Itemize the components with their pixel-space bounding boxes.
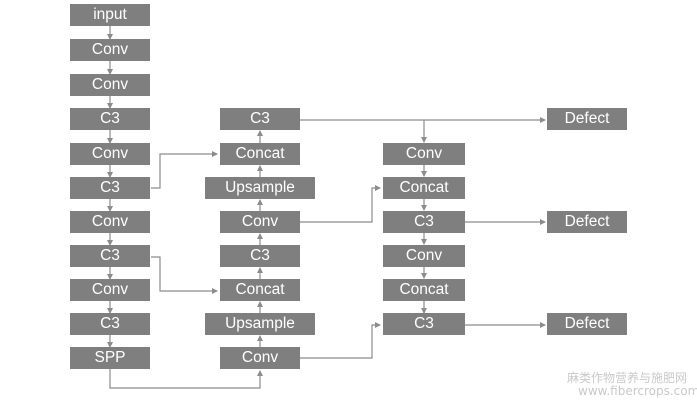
head-conv-node-1: Conv <box>383 143 465 165</box>
head-c3-node-1: C3 <box>383 211 465 233</box>
backbone-conv-node-4: Conv <box>70 211 150 233</box>
watermark-url: www.fibercrops.com <box>578 384 697 398</box>
arrow-backbone-c3-concat-bottom <box>151 256 218 294</box>
arrow-backbone-c3-concat-top <box>151 151 218 189</box>
neck-concat-node-1: Concat <box>220 143 300 165</box>
output-defect-node-2: Defect <box>547 211 627 233</box>
backbone-conv-node-5: Conv <box>70 279 150 301</box>
arrow-neckconv-head-concat <box>300 185 381 223</box>
head-conv-node-2: Conv <box>383 245 465 267</box>
head-c3-node-2: C3 <box>383 313 465 335</box>
arrow-spp-neck-conv <box>109 369 263 389</box>
arrow-neckconv-bottom-head-c3 <box>300 322 381 359</box>
backbone-c3-node-1: C3 <box>70 108 150 130</box>
neck-concat-node-2: Concat <box>220 279 300 301</box>
head-concat-node-1: Concat <box>383 177 465 199</box>
backbone-c3-node-2: C3 <box>70 177 150 199</box>
backbone-conv-node-1: Conv <box>70 39 150 61</box>
neck-c3-top-node: C3 <box>220 108 300 130</box>
output-defect-node-3: Defect <box>547 313 627 335</box>
backbone-c3-node-3: C3 <box>70 245 150 267</box>
backbone-conv-node-2: Conv <box>70 74 150 96</box>
backbone-spp-node: SPP <box>70 347 150 369</box>
head-concat-node-2: Concat <box>383 279 465 301</box>
neck-upsample-node-1: Upsample <box>205 177 315 199</box>
neck-upsample-node-2: Upsample <box>205 313 315 335</box>
watermark-title: 麻类作物营养与施肥网 <box>567 371 688 385</box>
backbone-input-node: input <box>70 4 150 26</box>
backbone-conv-node-3: Conv <box>70 143 150 165</box>
neck-conv-node-1: Conv <box>220 211 300 233</box>
neck-conv-node-2: Conv <box>220 347 300 369</box>
neck-c3-mid-node: C3 <box>220 245 300 267</box>
output-defect-node-1: Defect <box>547 108 627 130</box>
backbone-c3-node-4: C3 <box>70 313 150 335</box>
